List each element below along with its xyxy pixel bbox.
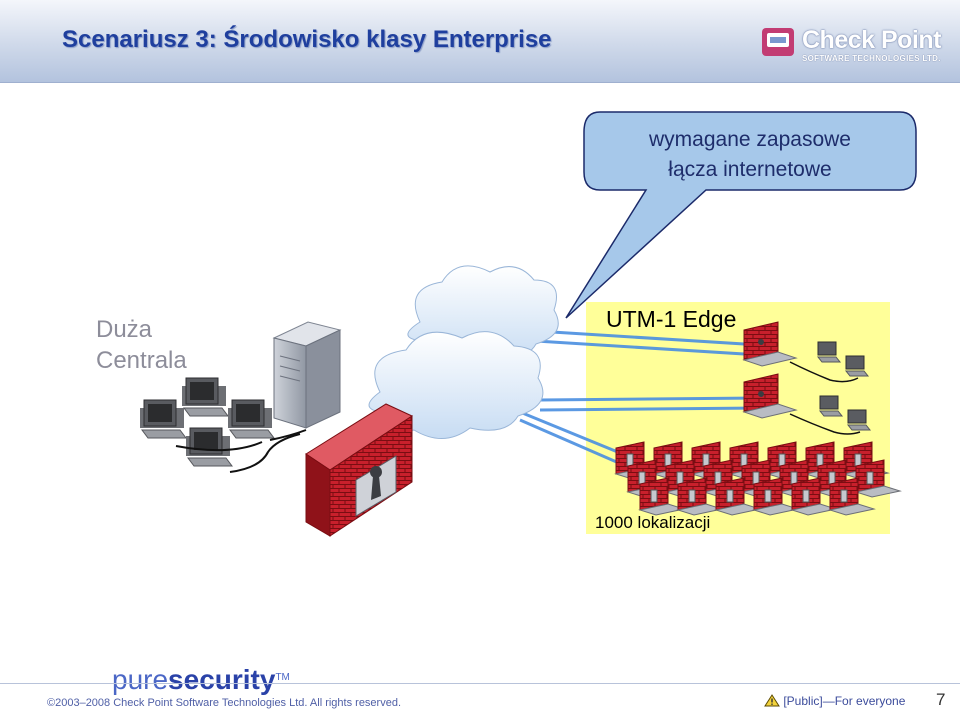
slide-title: Scenariusz 3: Środowisko klasy Enterpris… (62, 26, 552, 53)
callout-line-2: łącza internetowe (668, 158, 832, 181)
callout-bubble (565, 111, 917, 319)
remote-desktop-computer-icon (789, 341, 872, 435)
edge-firewall-17 (714, 477, 762, 516)
classification-text: [Public]—For everyone (783, 694, 906, 708)
utm-edge-firewall-icon (742, 321, 798, 419)
callout-line-1: wymagane zapasowe (649, 128, 851, 151)
tower-server-icon (272, 321, 342, 429)
logo-name: Check Point (802, 26, 941, 54)
utm-edge-label: UTM-1 Edge (606, 306, 737, 332)
locations-label: 1000 lokalizacji (595, 513, 711, 532)
hq-label-line-2: Centrala (96, 347, 187, 374)
internet-cloud-icon (368, 265, 559, 439)
brand-trademark: TM (275, 672, 290, 683)
footer-rule (0, 683, 960, 684)
edge-firewall-14 (854, 459, 902, 498)
network-diagram (140, 111, 917, 537)
warning-icon (764, 694, 780, 707)
edge-firewall-15 (638, 477, 686, 516)
brand-security: security (168, 664, 276, 695)
check-point-logo: Check Point SOFTWARE TECHNOLOGIES LTD. (762, 26, 952, 66)
edge-firewall-20 (828, 477, 876, 516)
edge-firewall-cluster (614, 441, 902, 516)
edge-firewall-16 (676, 477, 724, 516)
logo-subtitle: SOFTWARE TECHNOLOGIES LTD. (802, 54, 941, 63)
edge-firewall-18 (752, 477, 800, 516)
brick-firewall-icon (305, 403, 414, 537)
hq-label: Duża Centrala (96, 314, 187, 376)
page-number: 7 (936, 690, 946, 709)
hq-label-line-1: Duża (96, 316, 153, 343)
brand-pure: pure (112, 664, 169, 695)
puresecurity-brand: puresecurityTM (112, 664, 290, 696)
slide-header: Scenariusz 3: Środowisko klasy Enterpris… (0, 0, 960, 83)
copyright-text: ©2003–2008 Check Point Software Technolo… (47, 697, 402, 709)
desktop-computer-icon (140, 377, 307, 473)
classification-label: [Public]—For everyone (764, 694, 905, 708)
check-point-logo-icon (762, 28, 794, 56)
callout-text: wymagane zapasowe łącza internetowe (600, 125, 900, 185)
